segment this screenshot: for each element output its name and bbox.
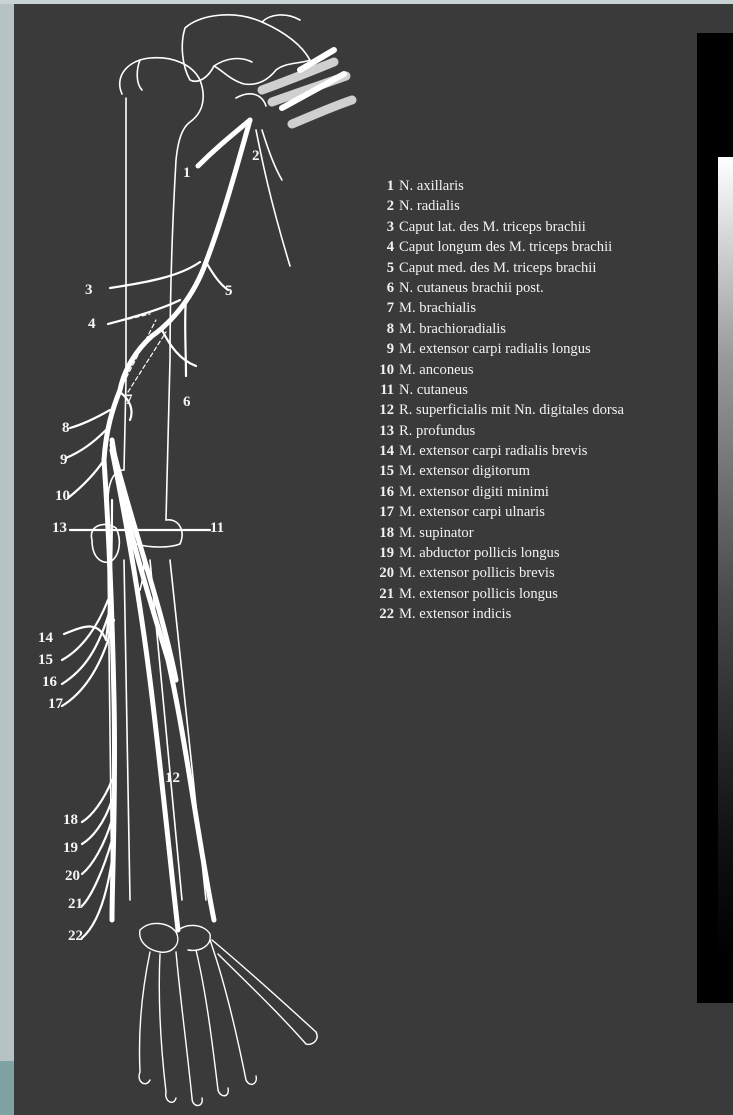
figure-label: 21 [68,896,83,913]
legend-item: 11 N. cutaneus [372,380,702,400]
legend-item: 22 M. extensor indicis [372,604,702,624]
legend-number: 15 [372,461,394,481]
legend-item: 20 M. extensor pollicis brevis [372,563,702,583]
legend-text: N. axillaris [399,178,464,194]
legend-item: 2 N. radialis [372,196,702,216]
figure-label: 2 [252,148,260,165]
figure-label: 11 [210,520,224,537]
legend-number: 14 [372,441,394,461]
humerus-outline [108,58,203,547]
legend-item: 15 M. extensor digitorum [372,461,702,481]
figure-label: 19 [63,840,78,857]
legend-item: 7 M. brachialis [372,298,702,318]
legend-item: 13 R. profundus [372,421,702,441]
legend-number: 16 [372,482,394,502]
legend-item: 14 M. extensor carpi radialis brevis [372,441,702,461]
legend-item: 6 N. cutaneus brachii post. [372,278,702,298]
legend-text: M. brachialis [399,300,476,316]
legend-item: 12 R. superficialis mit Nn. digitales dor… [372,400,702,420]
nerve-branches [62,262,228,938]
legend-text: N. cutaneus brachii post. [399,280,544,296]
legend-item: 16 M. extensor digiti minimi [372,482,702,502]
legend-number: 1 [372,176,394,196]
legend-text: M. anconeus [399,362,474,378]
legend-text: Caput lat. des M. triceps brachii [399,219,586,235]
legend-item: 1 N. axillaris [372,176,702,196]
figure-label: 5 [225,283,233,300]
legend-number: 21 [372,584,394,604]
legend-item: 3 Caput lat. des M. triceps brachii [372,217,702,237]
figure-label: 6 [183,394,191,411]
legend-text: N. cutaneus [399,382,468,398]
figure-label: 7 [125,392,133,409]
figure-label: 20 [65,868,80,885]
legend-number: 18 [372,523,394,543]
figure-label: 9 [60,452,68,469]
legend-number: 3 [372,217,394,237]
legend-list: 1 N. axillaris 2 N. radialis 3 Caput lat. d… [372,176,702,625]
figure-label: 22 [68,928,83,945]
legend-number: 12 [372,400,394,420]
legend-number: 8 [372,319,394,339]
legend-text: M. extensor pollicis longus [399,586,558,602]
figure-label: 4 [88,316,96,333]
legend-number: 2 [372,196,394,216]
legend-text: M. supinator [399,525,474,541]
legend-text: M. extensor carpi radialis brevis [399,443,587,459]
dashed-connectors [108,280,166,392]
legend-text: M. extensor pollicis brevis [399,565,555,581]
legend-text: M. extensor indicis [399,606,511,622]
legend-number: 11 [372,380,394,400]
legend-text: M. abductor pollicis longus [399,545,560,561]
legend-text: M. brachioradialis [399,321,506,337]
legend-item: 10 M. anconeus [372,360,702,380]
legend-item: 9 M. extensor carpi radialis longus [372,339,702,359]
legend-text: Caput longum des M. triceps brachii [399,239,612,255]
legend-item: 19 M. abductor pollicis longus [372,543,702,563]
legend-number: 4 [372,237,394,257]
figure-label: 1 [183,165,191,182]
legend-text: R. profundus [399,423,475,439]
legend-number: 9 [372,339,394,359]
legend-item: 5 Caput med. des M. triceps brachii [372,258,702,278]
legend-text: R. superficialis mit Nn. digitales dorsa [399,402,624,418]
legend-number: 13 [372,421,394,441]
figure-label: 12 [165,770,180,787]
figure-label: 10 [55,488,70,505]
figure-label: 16 [42,674,57,691]
figure-label: 17 [48,696,63,713]
legend-number: 19 [372,543,394,563]
figure-label: 14 [38,630,53,647]
legend-number: 10 [372,360,394,380]
legend-item: 17 M. extensor carpi ulnaris [372,502,702,522]
legend-number: 22 [372,604,394,624]
figure-label: 18 [63,812,78,829]
figure-label: 13 [52,520,67,537]
legend-text: M. extensor digitorum [399,463,530,479]
figure-label: 3 [85,282,93,299]
legend-number: 6 [372,278,394,298]
figure-label: 15 [38,652,53,669]
legend-item: 21 M. extensor pollicis longus [372,584,702,604]
legend-number: 20 [372,563,394,583]
legend-number: 7 [372,298,394,318]
legend-number: 5 [372,258,394,278]
legend-item: 8 M. brachioradialis [372,319,702,339]
legend-item: 4 Caput longum des M. triceps brachii [372,237,702,257]
legend-text: M. extensor carpi ulnaris [399,504,545,520]
figure-label: 8 [62,420,70,437]
legend-text: M. extensor digiti minimi [399,484,549,500]
hand-bones-outline [139,923,317,1105]
legend-text: Caput med. des M. triceps brachii [399,260,596,276]
legend-item: 18 M. supinator [372,523,702,543]
legend-text: N. radialis [399,198,460,214]
legend-number: 17 [372,502,394,522]
legend-text: M. extensor carpi radialis longus [399,341,591,357]
